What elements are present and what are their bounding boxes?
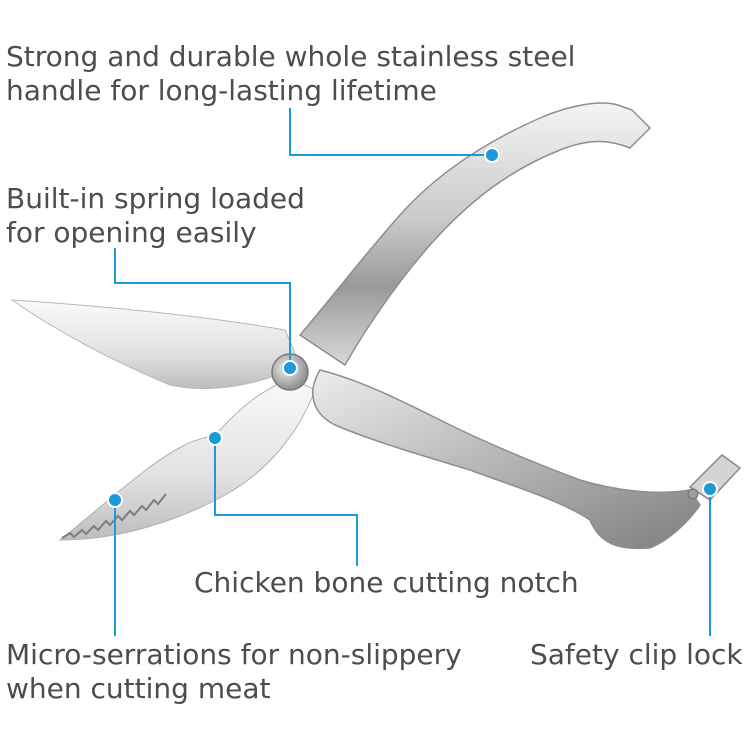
- callout-clip: Safety clip lock: [530, 638, 743, 672]
- upper-blade: [10, 299, 301, 389]
- dot-clip: [702, 481, 718, 497]
- callout-handle-line-1: Strong and durable whole stainless steel: [6, 40, 576, 73]
- callout-clip-line-1: Safety clip lock: [530, 638, 743, 671]
- dot-notch: [207, 430, 223, 446]
- callout-spring-line-1: Built-in spring loaded: [6, 182, 305, 215]
- callout-spring: Built-in spring loaded for opening easil…: [6, 182, 305, 250]
- leader-lines: [114, 108, 711, 636]
- callout-handle-line-2: handle for long-lasting lifetime: [6, 74, 437, 107]
- callout-serrations-line-1: Micro-serrations for non-slippery: [6, 638, 462, 671]
- callout-serrations-line-2: when cutting meat: [6, 672, 271, 705]
- lower-handle: [312, 369, 701, 550]
- dot-serrations: [107, 492, 123, 508]
- callout-serrations: Micro-serrations for non-slippery when c…: [6, 638, 462, 706]
- callout-notch: Chicken bone cutting notch: [194, 566, 579, 600]
- callout-handle: Strong and durable whole stainless steel…: [6, 40, 575, 108]
- callout-notch-line-1: Chicken bone cutting notch: [194, 566, 579, 599]
- callout-dots: [107, 147, 718, 508]
- dot-handle: [484, 147, 500, 163]
- upper-handle: [298, 102, 652, 367]
- callout-spring-line-2: for opening easily: [6, 216, 257, 249]
- dot-spring: [282, 360, 298, 376]
